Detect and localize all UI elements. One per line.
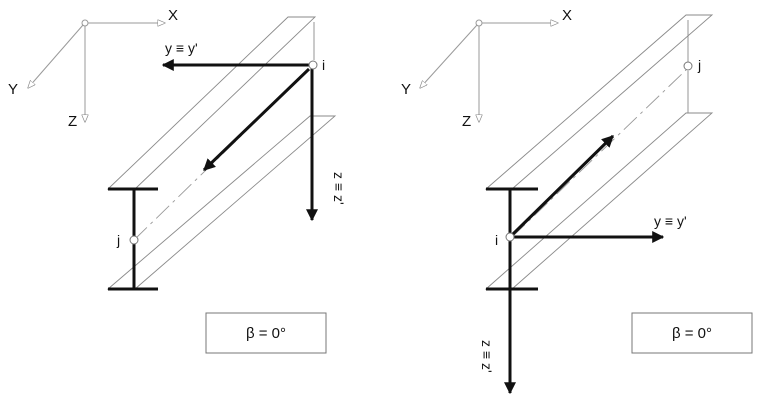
left-node-j-marker <box>129 235 139 245</box>
left-panel: X Y Z y ≡ y' z ≡ z' i j β = 0° <box>8 7 347 354</box>
right-global-z-label: Z <box>462 113 471 130</box>
right-global-x-label: X <box>562 7 572 24</box>
right-node-i-label: i <box>495 232 498 248</box>
right-bottom-flange <box>484 112 714 290</box>
left-local-x-arrow <box>202 67 311 172</box>
right-i-beam <box>484 14 714 291</box>
right-global-y-axis <box>420 24 478 88</box>
left-global-axes: X Y Z <box>8 7 178 130</box>
right-panel: X Y Z y ≡ y' z ≡ z' i j β = 0° <box>401 7 753 395</box>
left-node-i-label: i <box>322 57 325 73</box>
right-local-x-arrow <box>510 134 615 237</box>
right-node-j-marker <box>683 61 693 71</box>
right-z-axis-label: z ≡ z' <box>479 340 495 373</box>
right-node-i-marker <box>505 232 515 242</box>
right-beta-label: β = 0° <box>672 325 712 342</box>
right-global-axes: X Y Z <box>401 7 572 130</box>
right-centroid-axis <box>511 69 687 238</box>
left-bottom-flange <box>106 115 337 290</box>
left-global-y-label: Y <box>8 81 18 98</box>
right-global-y-label: Y <box>401 81 411 98</box>
left-beta-label: β = 0° <box>246 325 286 342</box>
left-y-axis-label: y ≡ y' <box>165 40 198 56</box>
right-y-axis-label: y ≡ y' <box>654 213 687 229</box>
right-beta-box <box>631 312 753 354</box>
left-global-x-label: X <box>168 7 178 24</box>
left-global-y-axis <box>28 24 84 88</box>
left-node-j-label: j <box>116 232 120 248</box>
right-top-flange <box>484 14 714 190</box>
left-node-i-marker <box>308 60 318 70</box>
left-global-z-label: Z <box>68 113 77 130</box>
right-node-j-label: j <box>697 57 701 73</box>
left-z-axis-label: z ≡ z' <box>331 172 347 205</box>
left-beta-box <box>205 312 327 354</box>
